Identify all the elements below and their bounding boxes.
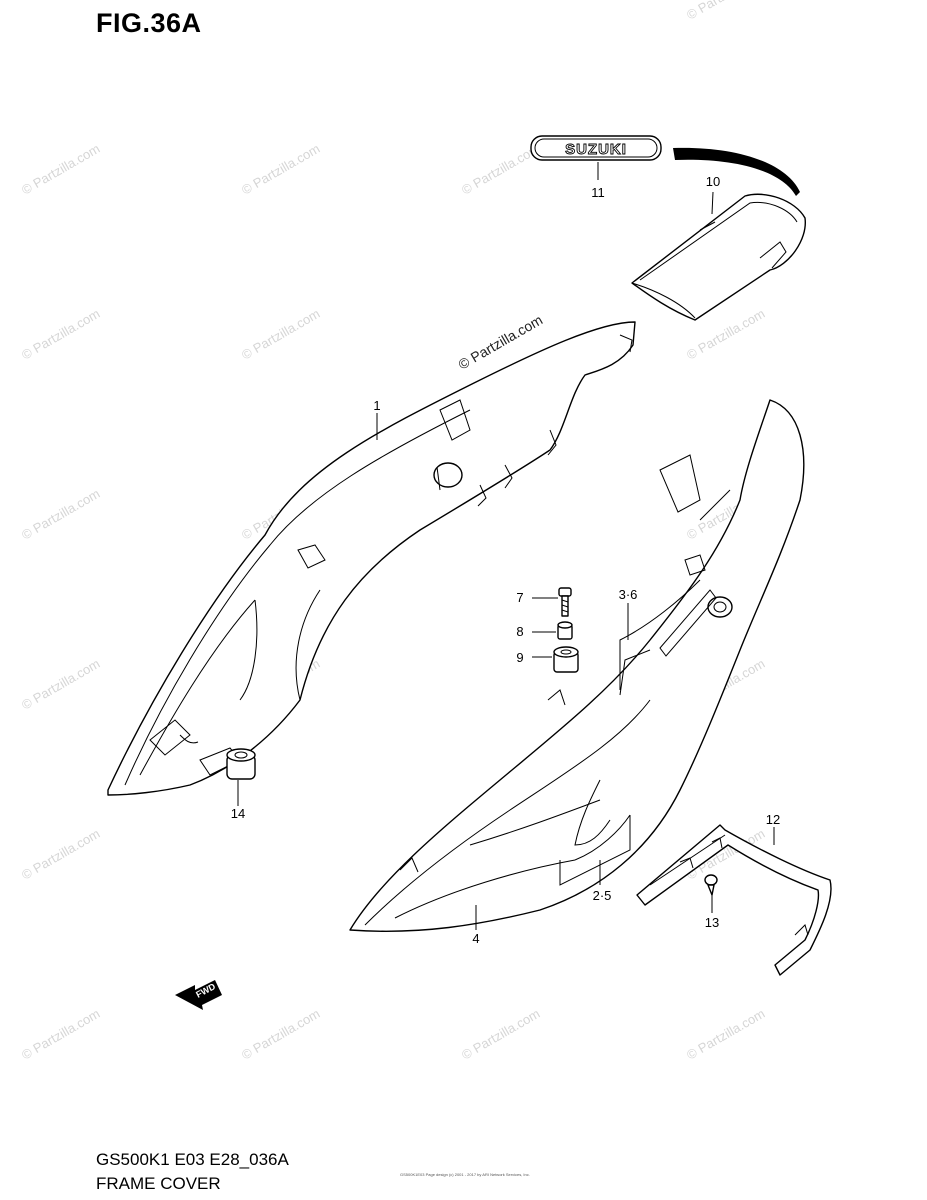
callout-label: 2·5 [593, 888, 612, 903]
callout-label: 14 [231, 806, 245, 821]
watermark: © Partzilla.com [19, 656, 102, 713]
figure-title: FIG.36A [96, 8, 202, 38]
section-title: FRAME COVER [96, 1174, 221, 1193]
model-code: GS500K1 E03 E28_036A [96, 1150, 289, 1169]
frame-cover-left [107, 321, 636, 796]
copyright-line: GS500K1E03 Page design (c) 2001 - 2017 b… [400, 1172, 530, 1177]
leader-lines [237, 162, 775, 930]
callout-label: 13 [705, 915, 719, 930]
callout-label: 1 [373, 398, 380, 413]
emblem-text: SUZUKI [565, 141, 627, 158]
callout-label: 8 [516, 624, 523, 639]
tail-cover [631, 147, 806, 321]
callout-label: 10 [706, 174, 720, 189]
watermark: © Partzilla.com [239, 1006, 322, 1063]
callout-labels: 11 10 1 3·6 7 8 9 14 2·5 4 12 13 [231, 174, 780, 946]
watermark: © Partzilla.com [459, 141, 542, 198]
page-ref: GS500K1E03 [400, 1172, 425, 1177]
watermark: © Partzilla.com [239, 306, 322, 363]
grommet [226, 748, 256, 780]
fastener-stack [553, 587, 579, 673]
watermark: © Partzilla.com [19, 1006, 102, 1063]
callout-label: 3·6 [619, 587, 638, 602]
watermark: © Partzilla.com [684, 0, 767, 23]
watermark: © Partzilla.com [459, 1006, 542, 1063]
rear-bracket [636, 824, 832, 976]
fwd-arrow-icon: FWD [175, 980, 222, 1010]
suzuki-emblem: SUZUKI [530, 135, 662, 161]
watermark: © Partzilla.com [19, 486, 102, 543]
callout-label: 11 [591, 185, 605, 200]
frame-cover-right [349, 399, 805, 932]
watermark: © Partzilla.com [19, 826, 102, 883]
copyright-text: Page design (c) 2001 - 2017 by ARI Netwo… [425, 1172, 530, 1177]
watermark: © Partzilla.com [684, 1006, 767, 1063]
watermark: © Partzilla.com [19, 306, 102, 363]
callout-label: 12 [766, 812, 780, 827]
watermark: © Partzilla.com [239, 141, 322, 198]
callout-label: 7 [516, 590, 523, 605]
callout-label: 9 [516, 650, 523, 665]
callout-label: 4 [472, 931, 479, 946]
watermark: © Partzilla.com [19, 141, 102, 198]
